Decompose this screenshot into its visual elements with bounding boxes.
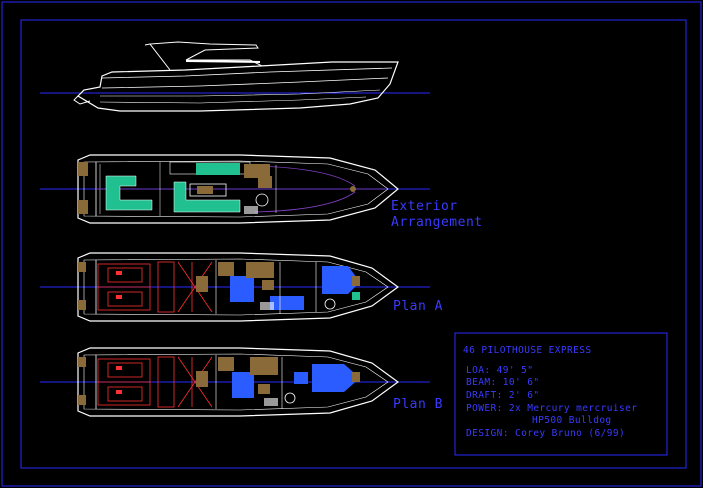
plan-a-label: Plan A xyxy=(393,299,443,314)
spec-loa: LOA: 49' 5" xyxy=(466,365,534,376)
profile-view xyxy=(40,41,430,112)
spec-power-model: HP500 Bulldog xyxy=(532,415,612,426)
plan-a-layout xyxy=(40,252,430,322)
plan-b-label: Plan B xyxy=(393,397,443,412)
title-block-frame xyxy=(454,332,668,456)
exterior-arrangement-plan xyxy=(40,154,430,224)
exterior-arrangement-label-line1: Exterior xyxy=(391,199,458,214)
spec-draft: DRAFT: 2' 6" xyxy=(466,390,540,401)
spec-design: DESIGN: Corey Bruno (6/99) xyxy=(466,428,626,439)
spec-power: POWER: 2x Mercury mercruiser xyxy=(466,403,638,414)
title-block-title: 46 PILOTHOUSE EXPRESS xyxy=(463,345,592,356)
spec-beam: BEAM: 10' 6" xyxy=(466,377,540,388)
exterior-arrangement-label-line2: Arrangement xyxy=(391,215,483,230)
inner-border xyxy=(20,19,687,469)
plan-b-layout xyxy=(40,347,430,417)
